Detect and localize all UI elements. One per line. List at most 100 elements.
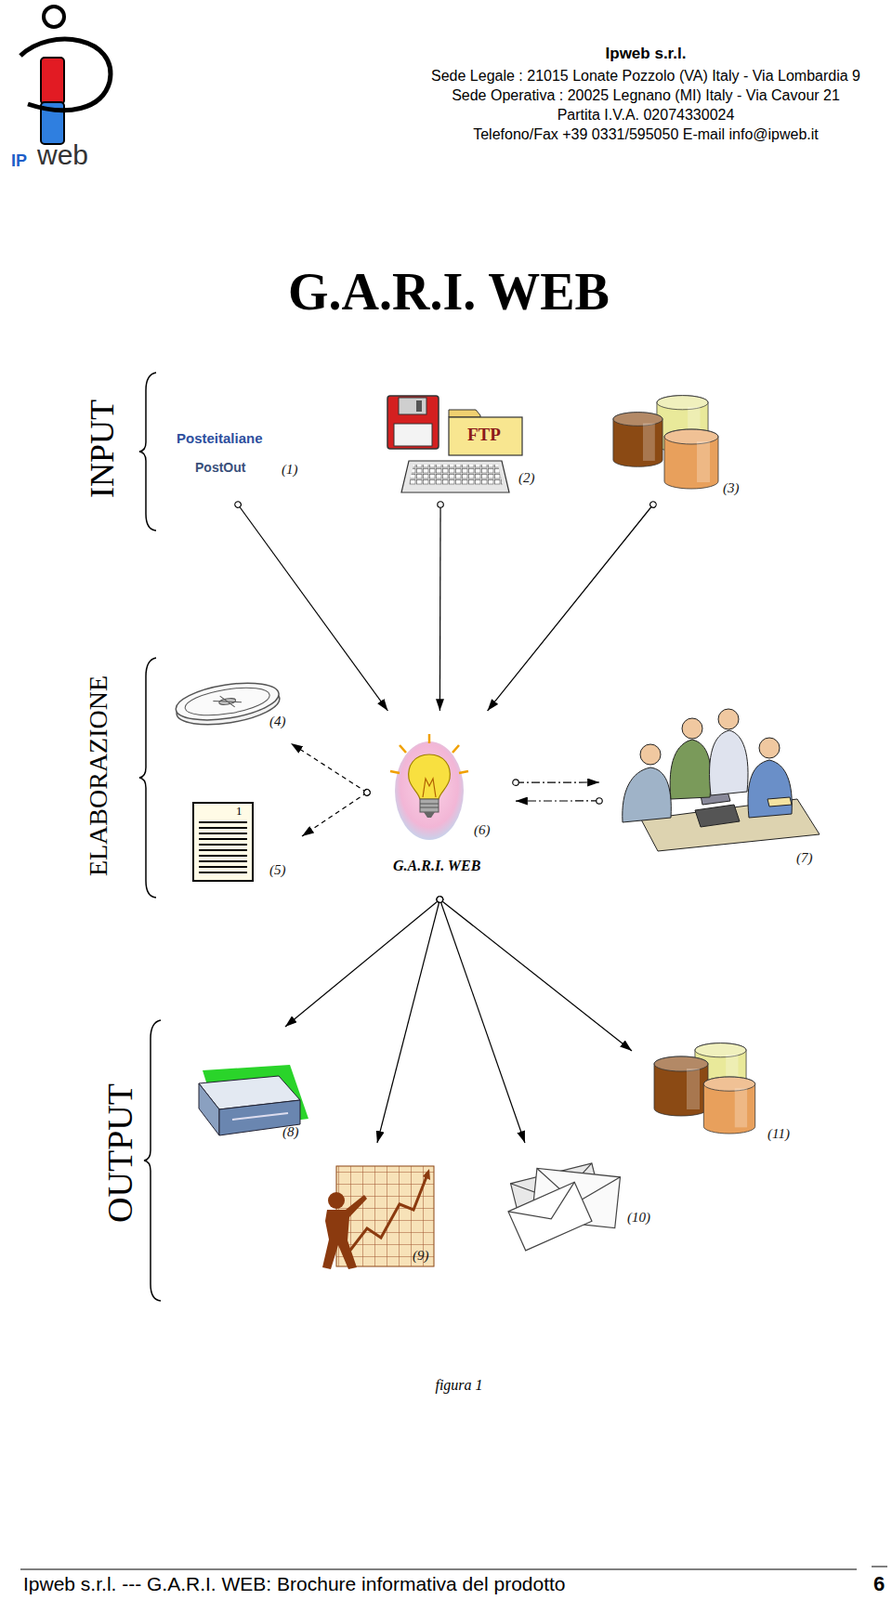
company-logo [40,57,65,105]
vat-number: Partita I.V.A. 02074330024 [557,106,735,124]
section-label: ELABORAZIONE [83,675,114,877]
section-label: INPUT [82,399,122,499]
keyboard-icon [401,460,510,493]
floppy-disk-icon [398,397,427,415]
section-bracket [139,372,157,531]
logo-text: web [37,139,89,171]
input-source: PosteitalianePostOut(1) [171,422,307,505]
callout-number: (9) [412,1247,430,1264]
flow-arrow [377,899,440,1143]
section-bracket [144,1020,161,1301]
section-label: OUTPUT [99,1083,141,1223]
flow-arrow [515,781,600,783]
chart-presenter-icon [322,1166,434,1270]
callout-number: (10) [627,1209,651,1226]
figure-caption: figura 1 [434,1377,483,1394]
company-logo [20,6,111,145]
footer-text: Ipweb s.r.l. --- G.A.R.I. WEB: Brochure … [23,1573,566,1596]
callout-number: (5) [269,862,287,879]
team-illustration [718,708,739,730]
database-icon [703,1076,755,1134]
contact-line: Telefono/Fax +39 0331/595050 E-mail info… [472,126,819,144]
output-item: (10) [497,1142,660,1246]
keyboard-icon [401,460,510,493]
envelopes-icon [508,1181,592,1251]
brand-text: Posteitaliane [176,430,263,446]
callout-number: (6) [473,822,491,839]
envelopes-icon [508,1163,620,1251]
team-illustration [669,739,711,800]
output-item: (9) [315,1142,446,1278]
company-address: Sede Legale : 21015 Lonate Pozzolo (VA) … [431,67,861,85]
light-bulb-icon [452,745,460,753]
light-bulb-icon [459,771,469,774]
team-illustration [747,760,792,818]
flow-arrow [439,504,442,711]
callout-number: (11) [767,1126,790,1142]
logo-text: IP [11,151,27,171]
light-bulb-icon [399,745,407,753]
company-logo [43,6,65,27]
team-illustration [622,708,820,852]
database-icon [613,395,719,489]
footer-rule [871,1566,888,1568]
input-source: (3) [603,390,758,505]
brand-text: PostOut [195,459,246,475]
light-bulb-icon [428,734,432,744]
flow-arrow [237,504,388,711]
processing-item: 1 (5) [185,794,302,888]
team-illustration [759,737,780,759]
team-illustration [695,804,740,827]
envelopes-icon [508,1181,585,1234]
flow-arrow [487,504,654,711]
floppy-disk-icon [387,395,439,449]
database-icon [654,1043,756,1134]
database-icon [613,412,663,468]
flow-arrow [301,792,368,837]
page-digit: 1 [236,803,243,819]
chart-presenter-icon [327,1192,345,1209]
page-number: 6 [873,1572,885,1597]
output-item: (8) [185,1026,316,1148]
team-illustration [640,744,661,765]
light-bulb-icon [422,778,436,798]
keyboard-icon [408,464,503,486]
floppy-disk-icon [393,423,433,446]
central-system: (6) G.A.R.I. WEB [367,710,516,900]
processing-item: (4) [167,667,298,744]
light-bulb-icon [419,803,439,808]
document-icon [193,802,253,881]
callout-number: (4) [269,713,287,730]
light-bulb-icon [423,812,435,818]
folder-icon [448,409,523,456]
footer-rule [20,1569,857,1571]
callout-number: (7) [796,850,814,866]
chart-presenter-icon [345,1174,428,1257]
company-logo [20,39,111,111]
floppy-disk-icon [387,395,439,449]
folder-label: FTP [467,424,501,446]
disk-icon [173,676,282,726]
flow-arrow [285,899,440,1027]
input-source: FTP (2) [380,390,544,505]
callout-number: (2) [518,470,536,486]
system-name: G.A.R.I. WEB [393,857,481,875]
team-illustration [622,767,672,823]
flow-arrow [439,899,525,1143]
disk-icon [173,676,283,731]
company-name: Ipweb s.r.l. [605,44,687,64]
flow-arrow [515,800,600,801]
light-bulb-icon [419,799,439,813]
folder-icon [448,409,481,418]
section-bracket [139,372,161,1301]
book-icon [198,1083,220,1136]
database-icon [664,429,719,489]
team-illustration [682,718,703,739]
company-address: Sede Operativa : 20025 Legnano (MI) Ital… [451,87,840,105]
folder-icon [448,417,523,456]
disk-icon [212,693,243,711]
envelopes-icon [508,1181,592,1251]
section-bracket [139,657,157,898]
team-illustration [709,730,748,796]
